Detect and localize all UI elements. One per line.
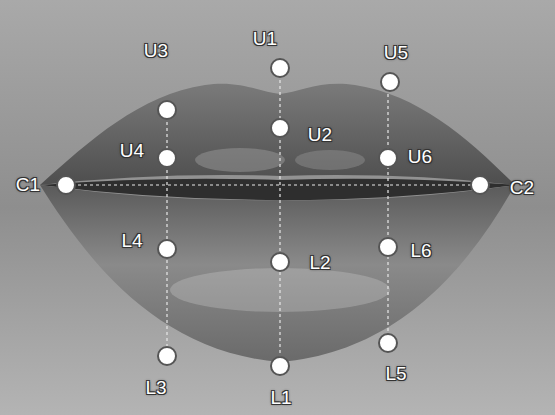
lower-lip — [40, 185, 515, 362]
marker-dot — [379, 238, 397, 256]
marker-dot — [158, 149, 176, 167]
lip-highlight — [195, 148, 285, 172]
marker-dot — [379, 334, 397, 352]
marker-dot — [158, 347, 176, 365]
point-label: L2 — [309, 253, 330, 272]
marker-dot — [271, 357, 289, 375]
point-label: L1 — [270, 388, 291, 407]
point-label: C1 — [16, 175, 40, 194]
lip-highlight — [295, 150, 365, 170]
point-label: U2 — [308, 125, 332, 144]
guide-line — [166, 110, 167, 356]
point-label: U6 — [408, 147, 432, 166]
guide-line — [279, 68, 280, 366]
point-label: U3 — [144, 41, 168, 60]
marker-dot — [271, 119, 289, 137]
marker-dot — [381, 73, 399, 91]
guide-line — [387, 82, 388, 343]
point-label: U1 — [253, 29, 277, 48]
upper-lip — [40, 84, 515, 185]
guide-line — [66, 184, 480, 185]
marker-dot — [158, 101, 176, 119]
point-label: U4 — [120, 141, 144, 160]
marker-dot — [57, 176, 75, 194]
point-label: C2 — [510, 178, 534, 197]
point-label: U5 — [384, 43, 408, 62]
marker-dot — [379, 149, 397, 167]
point-label: L4 — [121, 231, 142, 250]
marker-dot — [271, 59, 289, 77]
point-label: L3 — [145, 378, 166, 397]
marker-dot — [471, 176, 489, 194]
marker-dot — [271, 253, 289, 271]
point-label: L5 — [385, 364, 406, 383]
point-label: L6 — [410, 241, 431, 260]
marker-dot — [158, 240, 176, 258]
